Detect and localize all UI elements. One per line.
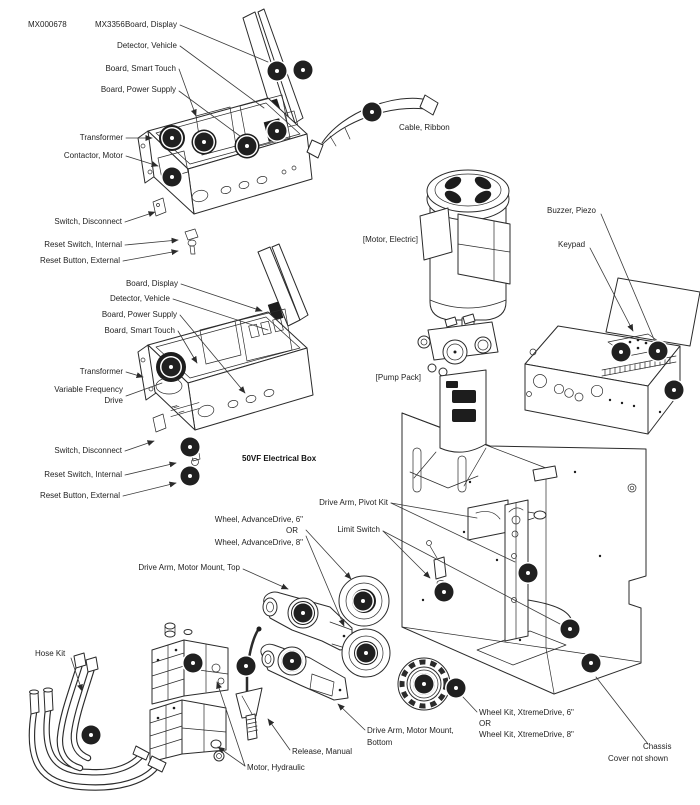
callout-balloon — [361, 101, 383, 123]
callout-balloon — [179, 465, 201, 487]
label-reset-button-external-1: Reset Button, External — [40, 256, 120, 265]
label-wheel-kit-xtremedrive-8: Wheel Kit, XtremeDrive, 8" — [479, 730, 574, 739]
label-transformer-2: Transformer — [80, 367, 124, 376]
label-contactor-motor: Contactor, Motor — [64, 151, 123, 160]
label-drive-arm-pivot-kit: Drive Arm, Pivot Kit — [319, 498, 389, 507]
label-wheel-advancedrive-6: Wheel, AdvanceDrive, 6" — [215, 515, 303, 524]
callout-balloon — [160, 356, 182, 378]
label-release-manual: Release, Manual — [292, 747, 352, 756]
label-keypad: Keypad — [558, 240, 585, 249]
callout-balloon — [517, 562, 539, 584]
callout-balloon — [80, 724, 102, 746]
callout-balloon — [235, 655, 257, 677]
label-drive-arm-motor-mount-bottom-2: Bottom — [367, 738, 393, 747]
callout-balloon — [266, 120, 288, 142]
label-reset-switch-internal-1: Reset Switch, Internal — [44, 240, 122, 249]
labels: MX000678 MX3356 Board, Display Detector,… — [28, 20, 671, 772]
label-drive-arm-motor-mount-bottom-1: Drive Arm, Motor Mount, — [367, 726, 454, 735]
callout-balloon — [292, 59, 314, 81]
callout-balloon — [292, 602, 314, 624]
callout-balloon — [433, 581, 455, 603]
label-cable-ribbon: Cable, Ribbon — [399, 123, 450, 132]
label-or-1: OR — [286, 526, 298, 535]
label-board-display-1: Board, Display — [125, 20, 177, 29]
label-detector-vehicle-2: Detector, Vehicle — [110, 294, 171, 303]
label-hose-kit: Hose Kit — [35, 649, 66, 658]
label-wheel-advancedrive-8: Wheel, AdvanceDrive, 8" — [215, 538, 303, 547]
label-vfd-drive: Drive — [104, 396, 123, 405]
label-drive-arm-motor-mount-top: Drive Arm, Motor Mount, Top — [138, 563, 240, 572]
callout-balloon — [413, 673, 435, 695]
callout-balloon — [355, 642, 377, 664]
label-doc-number-1: MX000678 — [28, 20, 67, 29]
callout-balloon — [236, 135, 258, 157]
label-board-power-supply-2: Board, Power Supply — [102, 310, 177, 319]
label-board-smart-touch-2: Board, Smart Touch — [104, 326, 175, 335]
callout-balloon — [281, 650, 303, 672]
label-cover-not-shown: Cover not shown — [608, 754, 668, 763]
callout-balloon — [193, 131, 215, 153]
label-buzzer-piezo: Buzzer, Piezo — [547, 206, 596, 215]
callout-balloon — [266, 60, 288, 82]
callout-balloon — [352, 590, 374, 612]
callout-balloon — [445, 677, 467, 699]
label-doc-number-2: MX3356 — [95, 20, 125, 29]
label-reset-button-external-2: Reset Button, External — [40, 491, 120, 500]
label-transformer-1: Transformer — [80, 133, 124, 142]
label-or-2: OR — [479, 719, 491, 728]
label-detector-vehicle-1: Detector, Vehicle — [117, 41, 178, 50]
callout-balloon — [610, 341, 632, 363]
hydraulic-motor-bottom-drawing — [149, 699, 227, 763]
label-switch-disconnect-2: Switch, Disconnect — [54, 446, 122, 455]
electrical-box-2-drawing — [137, 243, 314, 466]
manual-release-drawing — [235, 626, 263, 741]
ribbon-cable-drawing — [306, 94, 439, 159]
label-50vf-electrical-box: 50VF Electrical Box — [242, 454, 317, 463]
label-pump-pack: [Pump Pack] — [376, 373, 421, 382]
drive-arm-bottom-drawing — [260, 643, 349, 701]
label-motor-hydraulic: Motor, Hydraulic — [247, 763, 305, 772]
callout-balloon — [663, 379, 685, 401]
label-motor-electric: [Motor, Electric] — [363, 235, 418, 244]
label-reset-switch-internal-2: Reset Switch, Internal — [44, 470, 122, 479]
label-variable-frequency: Variable Frequency — [54, 385, 123, 394]
label-chassis: Chassis — [643, 742, 671, 751]
callout-balloon — [161, 166, 183, 188]
callout-balloon — [182, 652, 204, 674]
label-board-display-2: Board, Display — [126, 279, 178, 288]
label-switch-disconnect-1: Switch, Disconnect — [54, 217, 122, 226]
leader-lines — [70, 24, 657, 767]
label-wheel-kit-xtremedrive-6: Wheel Kit, XtremeDrive, 6" — [479, 708, 574, 717]
electric-motor-drawing — [419, 169, 511, 333]
callout-balloon — [647, 340, 669, 362]
callout-balloon — [559, 618, 581, 640]
label-board-smart-touch-1: Board, Smart Touch — [105, 64, 176, 73]
label-board-power-supply-1: Board, Power Supply — [101, 85, 176, 94]
callout-balloon — [580, 652, 602, 674]
callout-balloon — [179, 436, 201, 458]
chassis-drawing — [401, 412, 647, 695]
hose-kit-drawing — [28, 652, 167, 791]
pump-pack-drawing — [409, 313, 499, 489]
callout-balloon — [161, 127, 183, 149]
label-limit-switch: Limit Switch — [337, 525, 380, 534]
